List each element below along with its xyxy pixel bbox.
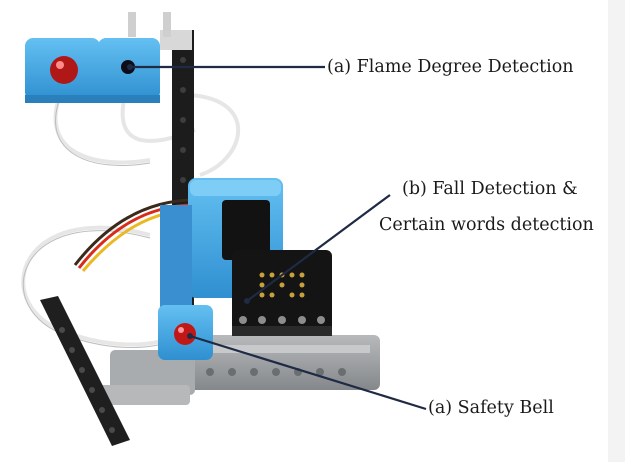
label-certain-words-detection: Certain words detection [379,215,594,235]
label-flame-degree-detection: (a) Flame Degree Detection [327,57,574,77]
label-fall-detection: (b) Fall Detection & [402,179,578,199]
leader-line-fall [246,194,391,302]
page-edge-band [608,0,625,462]
safety-bell-module [158,305,213,360]
leader-lines [130,65,427,411]
microbit-board [232,250,332,336]
leader-dots [127,64,250,339]
white-wires-shadow [22,97,166,348]
black-beam-bottom [40,296,130,446]
leader-line-bell [189,334,427,411]
label-safety-bell: (a) Safety Bell [428,398,554,418]
gray-base [95,335,380,405]
flame-sensor-modules [25,38,160,103]
